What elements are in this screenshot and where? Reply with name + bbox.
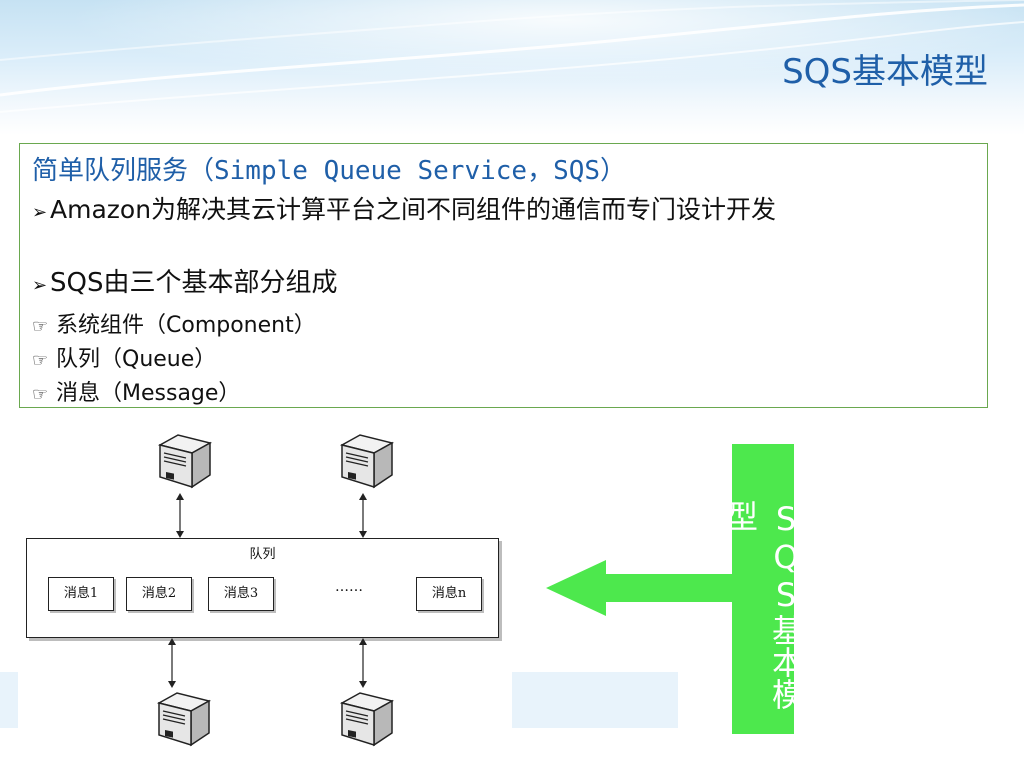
- component-item-label: 队列（Queue）: [56, 347, 217, 372]
- pointing-hand-icon: ☞: [32, 316, 49, 337]
- server-icon: [339, 692, 395, 747]
- vertical-banner: SQS基本模型: [721, 444, 805, 734]
- pointing-hand-icon: ☞: [32, 350, 49, 371]
- message-box-3: 消息3: [208, 577, 274, 611]
- arrow-bullet-icon: ➢: [32, 202, 48, 223]
- component-item-system: ☞ 系统组件（Component）: [32, 307, 316, 339]
- arrow-bullet-icon: ➢: [32, 275, 48, 296]
- green-left-arrow: [546, 560, 736, 616]
- component-item-queue: ☞ 队列（Queue）: [32, 341, 216, 373]
- component-item-label: 消息（Message）: [56, 381, 241, 406]
- amazon-description-line: ➢Amazon为解决其云计算平台之间不同组件的通信而专门设计开发: [32, 190, 776, 226]
- message-ellipsis: ……: [335, 579, 363, 595]
- parts-text: SQS由三个基本部分组成: [50, 268, 338, 298]
- sqs-model-diagram: 队列 消息1 消息2 消息3 …… 消息n: [0, 425, 520, 768]
- server-icon: [156, 692, 212, 747]
- queue-label: 队列: [249, 547, 276, 562]
- header-wave-decoration: [0, 0, 1024, 113]
- bidirectional-arrow: [359, 638, 367, 688]
- server-icon: [339, 434, 395, 489]
- header-background: [0, 0, 1024, 135]
- parts-line: ➢SQS由三个基本部分组成: [32, 262, 337, 299]
- decorative-light-bar: [0, 672, 18, 728]
- component-item-label: 系统组件（Component）: [56, 313, 316, 338]
- bidirectional-arrow: [176, 493, 184, 538]
- content-box: 简单队列服务（Simple Queue Service，SQS） ➢Amazon…: [19, 143, 988, 408]
- bidirectional-arrow: [168, 638, 176, 688]
- slide-title: SQS基本模型: [782, 52, 988, 92]
- server-icon: [157, 434, 213, 489]
- queue-box: 队列 消息1 消息2 消息3 …… 消息n: [26, 538, 499, 638]
- message-box-2: 消息2: [126, 577, 192, 611]
- service-name-heading: 简单队列服务（Simple Queue Service，SQS）: [32, 156, 627, 186]
- bidirectional-arrow: [359, 493, 367, 538]
- message-box-n: 消息n: [416, 577, 482, 611]
- vertical-banner-label: SQS基本模型: [721, 500, 805, 710]
- component-item-message: ☞ 消息（Message）: [32, 375, 240, 407]
- pointing-hand-icon: ☞: [32, 384, 49, 405]
- decorative-light-bar: [512, 672, 678, 728]
- message-box-1: 消息1: [48, 577, 114, 611]
- amazon-description-text: Amazon为解决其云计算平台之间不同组件的通信而专门设计开发: [50, 195, 777, 224]
